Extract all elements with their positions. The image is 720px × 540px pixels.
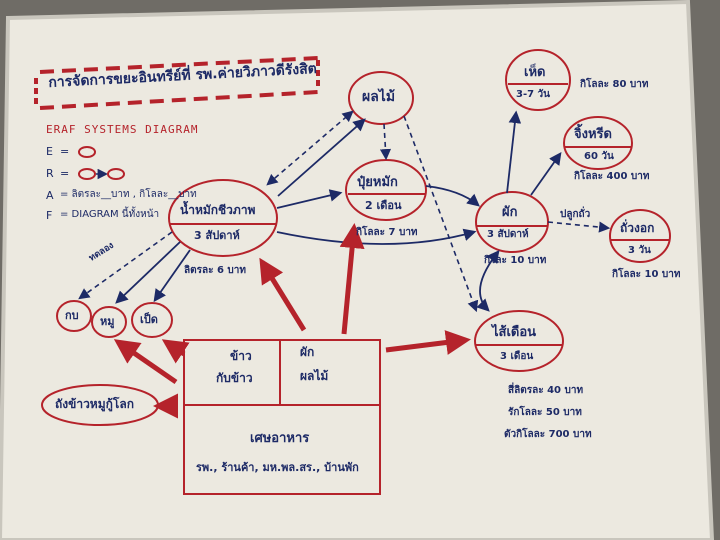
- sprout-label: ถั่วงอก: [620, 221, 655, 235]
- sprout-node: [609, 209, 671, 263]
- frog-label: กบ: [65, 309, 79, 322]
- source-bottom-text: รพ., ร้านค้า, มห.พล.สร., บ้านพัก: [196, 461, 359, 474]
- edge-label-plant: ปลูกถั่ว: [560, 209, 591, 220]
- source-veg-line1: ผัก: [300, 345, 315, 359]
- title-overline: [39, 56, 319, 74]
- fruit-label: ผลไม้: [362, 89, 396, 105]
- legend-text-f: = DIAGRAM นี้ทั้งหน้า: [60, 209, 160, 220]
- source-veg-line2: ผลไม้: [300, 369, 329, 383]
- arrow-bioferment-pig: [115, 241, 181, 304]
- source-bottom-title: เศษอาหาร: [250, 431, 310, 446]
- source-box: [183, 339, 381, 495]
- cricket-time: 60 วัน: [584, 151, 614, 162]
- pig-node: [91, 306, 127, 338]
- legend-e-icon: [78, 146, 96, 158]
- title-underline: [39, 90, 319, 110]
- source-rice-line2: กับข้าว: [216, 371, 253, 385]
- diagram-subtitle: ERAF SYSTEMS DIAGRAM: [46, 123, 199, 136]
- arrow-bioferment-vegetable: [276, 228, 477, 245]
- arrow-vegetable-worm: [476, 250, 500, 312]
- legend-key-a: A: [46, 189, 54, 202]
- sprout-price: กิโลละ 10 บาท: [612, 269, 681, 280]
- compost-label: ปุ๋ยหมัก: [357, 175, 398, 190]
- arrow-bioferment-compost: [276, 189, 343, 209]
- compost-time: 2 เดือน: [365, 199, 402, 212]
- mushroom-label: เห็ด: [524, 65, 546, 80]
- legend-r-icon-b: [107, 168, 125, 180]
- bioferment-label: น้ำหมักชีวภาพ: [180, 203, 256, 217]
- worm-node: [474, 310, 564, 372]
- arrow-vegetable-mushroom: [506, 110, 522, 194]
- legend-key-r: R: [46, 167, 54, 180]
- dashed-arrow-fruit-compost: [379, 123, 392, 161]
- arrow-vegetable-cricket: [530, 151, 562, 196]
- legend-key-e: E: [46, 145, 53, 158]
- pig-label: หมู: [100, 315, 115, 328]
- red-arrow-source-compost: [339, 223, 365, 335]
- arrow-bioferment-duck: [153, 249, 191, 303]
- dashed-arrow-fruit-worm: [403, 115, 479, 313]
- legend-key-f: F: [46, 209, 53, 222]
- worm-label: ไส้เดือน: [492, 325, 537, 340]
- worm-time: 3 เดือน: [500, 351, 534, 362]
- dashed-arrow-vegetable-sprout: [547, 221, 611, 233]
- sprout-time: 3 วัน: [628, 245, 651, 256]
- mushroom-time: 3-7 วัน: [516, 89, 550, 100]
- vegetable-label: ผัก: [502, 205, 518, 220]
- dashed-arrow-bioferment-fruit: [266, 110, 354, 186]
- red-arrow-source-duck: [161, 339, 190, 364]
- cricket-price: กิโลละ 400 บาท: [574, 171, 650, 182]
- bioferment-price: ลิตรละ 6 บาท: [184, 265, 246, 276]
- duck-label: เป็ด: [140, 313, 158, 326]
- vegetable-price: กิโละ 10 บาท: [484, 255, 547, 266]
- red-arrow-source-pig: [113, 339, 178, 385]
- compost-price: กิโลละ 7 บาท: [356, 227, 418, 238]
- worm-price-liquid: สี่ลิตรละ 40 บาท: [508, 385, 584, 396]
- dashed-arrow-bioferment-frog: [78, 231, 173, 300]
- mushroom-price: กิโลละ 80 บาท: [580, 79, 649, 90]
- source-rice-line1: ข้าว: [230, 349, 252, 363]
- bioferment-time: 3 สัปดาห์: [194, 229, 240, 242]
- red-arrow-source-worm: [385, 330, 471, 355]
- legend-r-icon-a: [78, 168, 96, 180]
- legend-text-e: =: [60, 145, 70, 158]
- worm-price-live: ตัวกิโลละ 700 บาท: [504, 429, 592, 440]
- fruit-node: [348, 71, 414, 125]
- mushroom-node: [505, 49, 571, 111]
- bioferment-node: [168, 179, 278, 257]
- arrow-compost-vegetable: [425, 185, 480, 207]
- legend-text-a: = ลิตรละ__บาท , กิโลละ__บาท: [60, 189, 197, 200]
- cricket-node: [563, 116, 633, 170]
- cricket-label: จิ้งหรีด: [574, 127, 612, 142]
- red-arrow-source-bioferment: [259, 257, 307, 332]
- duck-node: [131, 302, 173, 338]
- worm-price-manure: รักโลละ 50 บาท: [508, 407, 582, 418]
- legend-text-r: =: [60, 167, 70, 180]
- vegetable-time: 3 สัปดาห์: [487, 229, 529, 240]
- bin-label: ถังข้าวหมูกู้โลก: [55, 397, 134, 411]
- frog-node: [56, 300, 92, 332]
